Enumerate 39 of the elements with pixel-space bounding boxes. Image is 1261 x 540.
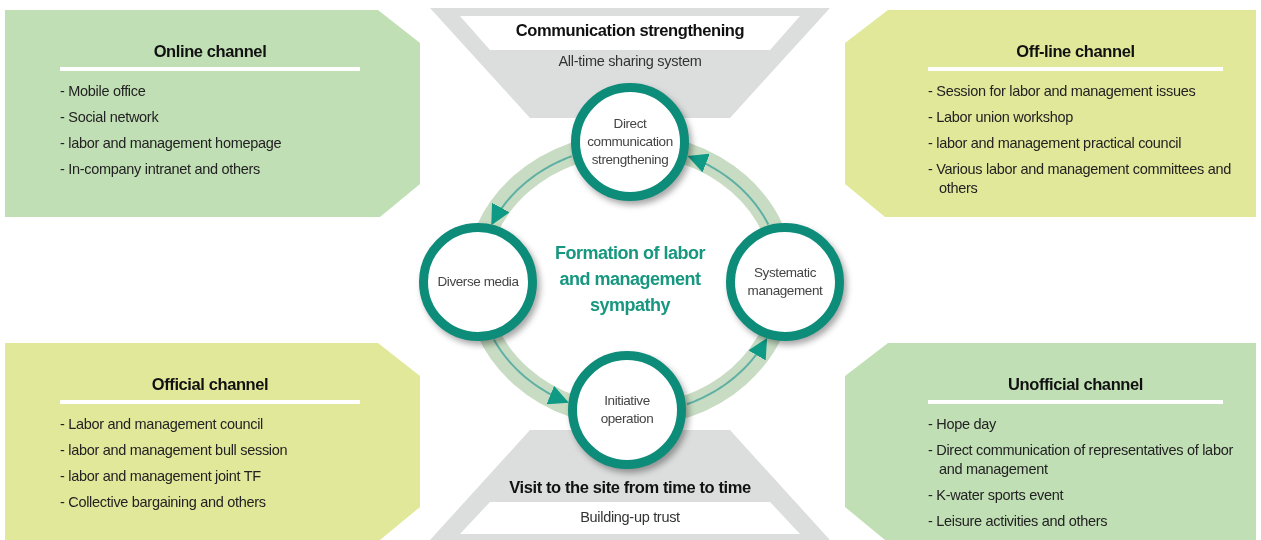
banner-trapezoid [430, 8, 830, 118]
list-item: - K-water sports event [928, 486, 1065, 505]
list-item: - Mobile office [60, 82, 147, 101]
banner-subtitle: Building-up trust [579, 509, 681, 525]
list-item: - Labor and management council [60, 415, 264, 434]
stage-label: Systematic management [746, 264, 824, 300]
list-item: - Collective bargaining and others [60, 493, 267, 512]
panel-heading: Off-line channel [1015, 42, 1136, 61]
channel-panel [845, 343, 1256, 540]
stage-label: Direct communication strengthening [586, 115, 674, 169]
list-item: - labor and management bull session [60, 441, 289, 460]
list-item: - Labor union workshop [928, 108, 1074, 127]
list-item: - In-company intranet and others [60, 160, 261, 179]
stage-label: Initiative operation [599, 392, 655, 428]
stage-label: Diverse media [437, 273, 519, 291]
list-item: - labor and management practical council [928, 134, 1183, 153]
center-caption: Formation of labor and management sympathy [554, 242, 707, 317]
channel-panel [845, 10, 1256, 217]
banner-title: Communication strengthening [514, 21, 746, 40]
cycle-arrow [492, 338, 569, 405]
cycle-arrow [687, 153, 770, 226]
panel-heading: Official channel [150, 375, 270, 394]
banner-trapezoid [430, 430, 830, 540]
list-item: - Various labor and management committees and others [928, 160, 1232, 198]
list-item: - labor and management joint TF [60, 467, 262, 486]
list-item: - labor and management homepage [60, 134, 283, 153]
list-item: - Direct communication of representatives of labor and management [928, 441, 1234, 479]
list-item: - Session for labor and management issues [928, 82, 1197, 101]
list-item: - Hope day [928, 415, 997, 434]
cycle-arrow [491, 155, 573, 226]
banner-title: Visit to the site from time to time [508, 478, 752, 497]
list-item: - Leisure activities and others [928, 512, 1109, 531]
channel-panel [5, 10, 420, 217]
list-item: - Social network [60, 108, 160, 127]
channel-panel [5, 343, 420, 540]
cycle-arrow [685, 338, 768, 406]
panel-heading: Online channel [152, 42, 268, 61]
panel-heading: Unofficial channel [1007, 375, 1144, 394]
banner-subtitle: All-time sharing system [557, 53, 703, 69]
